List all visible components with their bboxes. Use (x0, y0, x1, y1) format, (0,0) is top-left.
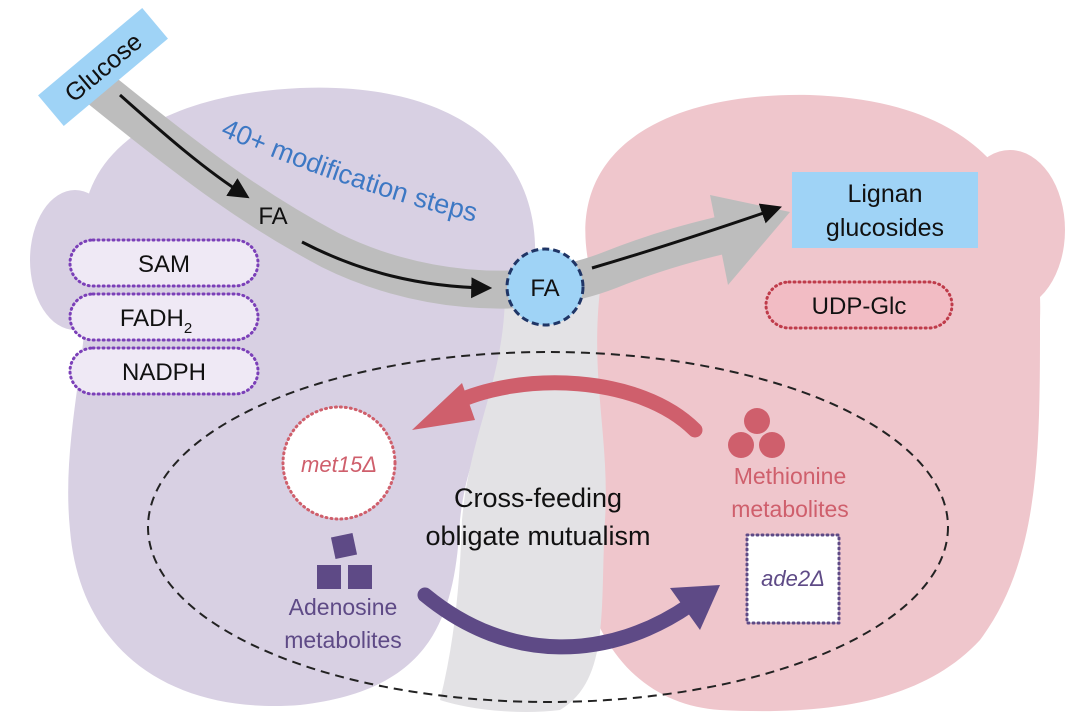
adenosine-metabolites-label-2: metabolites (284, 627, 402, 653)
svg-text:SAM: SAM (138, 251, 190, 278)
intermediate-exchange-node: FA (505, 247, 585, 327)
strain-met15-node: met15Δ (281, 405, 397, 521)
svg-text:FA: FA (530, 275, 559, 302)
svg-text:FADH2: FADH2 (120, 305, 192, 337)
methionine-circles-icon (728, 408, 785, 458)
cell-overlap-region (440, 290, 606, 712)
mutualism-label-2: obligate mutualism (425, 521, 650, 551)
mutualism-label-1: Cross-feeding (454, 483, 622, 513)
adenosine-transfer-arrow (417, 585, 720, 655)
svg-text:glucosides: glucosides (826, 214, 944, 242)
cofactor-udp-glc: UDP-Glc (764, 280, 954, 330)
svg-text:Lignan: Lignan (847, 180, 922, 208)
svg-text:ade2Δ: ade2Δ (761, 566, 825, 591)
lignan-glucosides-label: Lignan glucosides (792, 172, 978, 248)
cofactor-sam: SAM (68, 238, 260, 288)
mutualism-dashed-ellipse (147, 351, 949, 703)
svg-text:met15Δ: met15Δ (301, 452, 377, 477)
cofactor-nadph: NADPH (68, 346, 260, 396)
fa-to-lignan-arrow (591, 203, 782, 270)
adenosine-metabolites-label-1: Adenosine (289, 594, 398, 620)
methionine-transfer-arrow (412, 375, 703, 438)
adenosine-squares-icon (317, 532, 372, 589)
methionine-metabolites-label-1: Methionine (734, 463, 847, 489)
intermediate-fa-label: FA (258, 203, 287, 230)
methionine-metabolites-label-2: metabolites (731, 496, 849, 522)
strain-ade2-node: ade2Δ (745, 533, 841, 625)
svg-text:NADPH: NADPH (122, 359, 206, 386)
fa-to-fa-arrow (301, 240, 493, 299)
glucose-to-fa-arrow (119, 93, 250, 199)
svg-text:UDP-Glc: UDP-Glc (812, 293, 907, 320)
cofactor-fadh2: FADH2 (68, 292, 260, 342)
